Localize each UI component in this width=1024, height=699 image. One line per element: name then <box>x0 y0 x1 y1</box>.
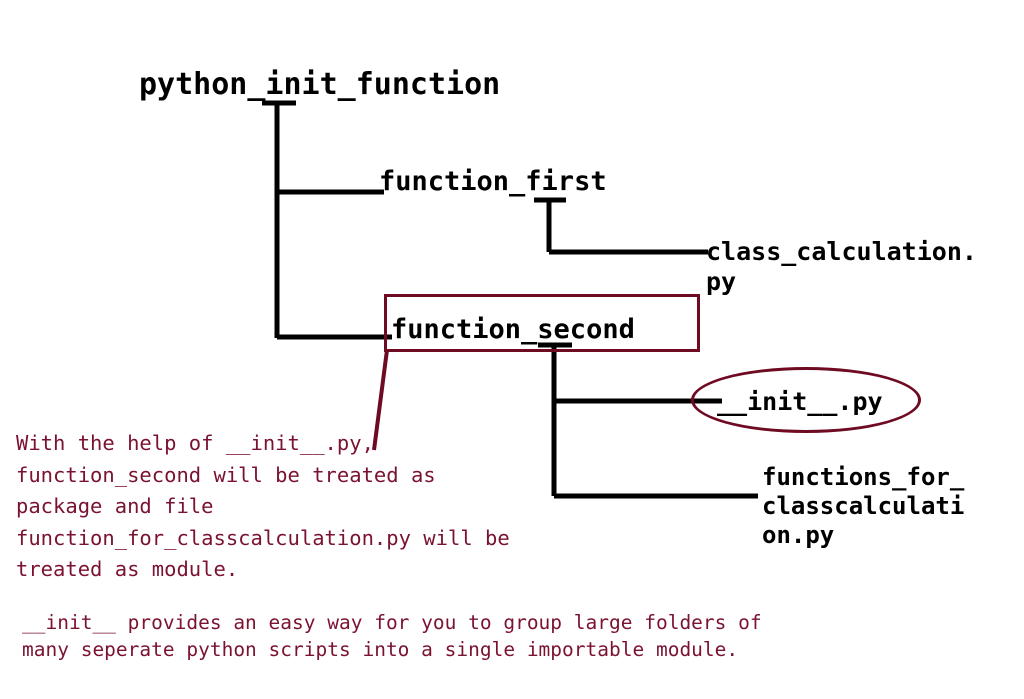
node-class-calculation: class_calculation. py <box>706 237 977 296</box>
node-init-py-label: __init__.py <box>717 387 883 416</box>
node-function-second-box <box>384 294 700 352</box>
node-function-second-label: function_second <box>391 314 635 345</box>
node-root-title: python_init_function <box>139 67 501 102</box>
annotation-main-note: With the help of __init__.py, function_s… <box>16 431 510 581</box>
annotation-footer-note: __init__ provides an easy way for you to… <box>22 611 762 661</box>
node-init-py-ellipse <box>691 367 921 433</box>
node-functions-for-classcalculation: functions_for_ classcalculati on.py <box>762 463 965 549</box>
node-function-first: function_first <box>379 166 607 197</box>
